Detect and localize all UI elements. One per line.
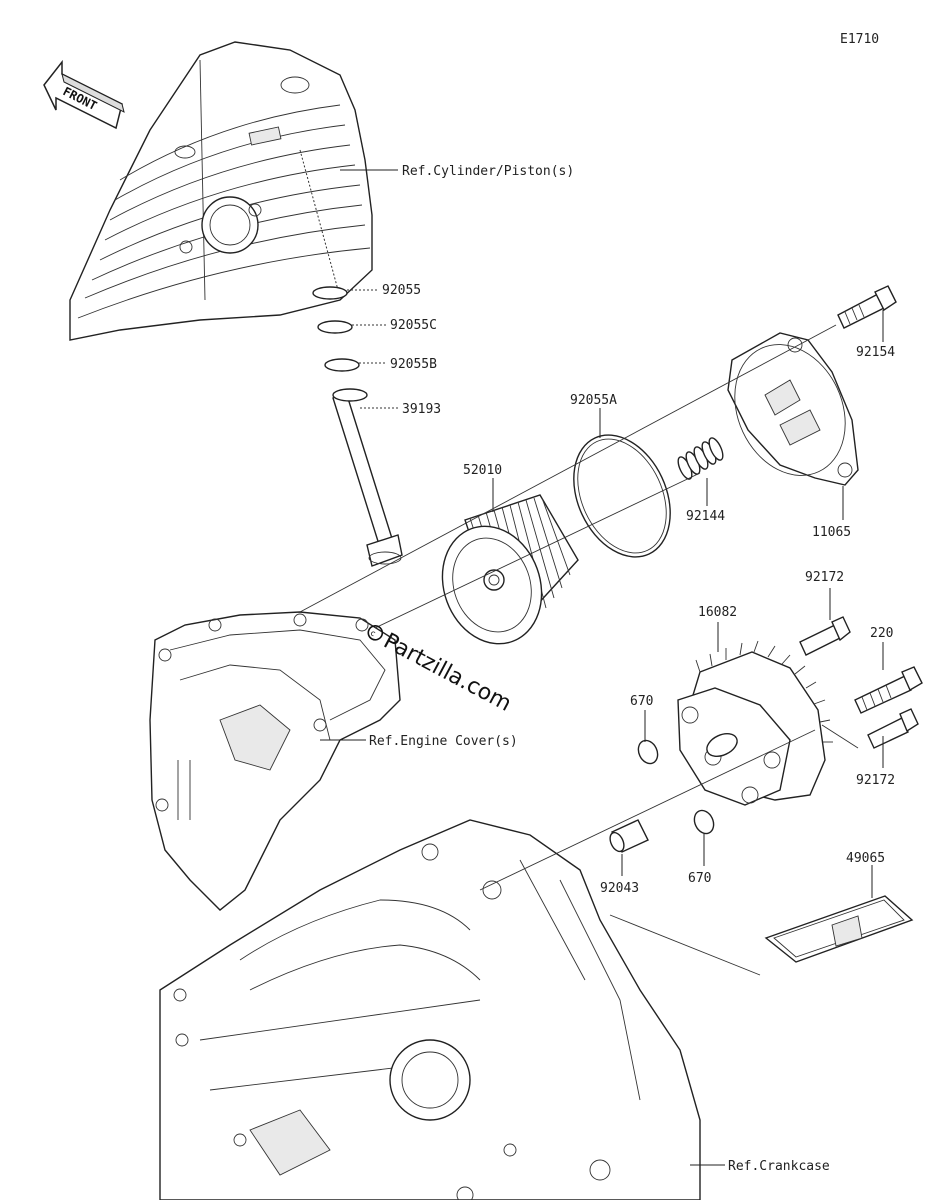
o-ring-92055a	[573, 434, 671, 558]
svg-text:c: c	[369, 628, 377, 638]
bolt-92172-bottom	[867, 708, 919, 749]
part-label-92172-bottom: 92172	[856, 773, 895, 788]
part-label-92055b: 92055B	[390, 357, 437, 372]
o-ring-670-bottom	[693, 809, 715, 835]
washer-92055c	[317, 320, 353, 334]
part-label-49065: 49065	[846, 851, 885, 866]
part-label-92055c: 92055C	[390, 318, 437, 333]
part-label-92154: 92154	[856, 345, 895, 360]
part-label-92055: 92055	[382, 283, 421, 298]
bolt-92172-top	[799, 616, 851, 656]
engine-cover-illustration	[149, 611, 401, 911]
part-label-11065: 11065	[812, 525, 851, 540]
ref-cylinder-label: Ref.Cylinder/Piston(s)	[402, 164, 574, 179]
filter-cover-11065	[727, 332, 859, 486]
washer-92055b	[324, 358, 360, 372]
diagram-id: E1710	[840, 32, 879, 47]
part-label-92172-top: 92172	[805, 570, 844, 585]
ref-crankcase-label: Ref.Crankcase	[728, 1159, 830, 1174]
leader-lines	[299, 169, 884, 1166]
washer-92055	[312, 286, 348, 300]
oil-filter-52010	[441, 494, 579, 645]
oil-pump-16082	[677, 640, 833, 806]
part-label-92043: 92043	[600, 881, 639, 896]
part-label-670-left: 670	[630, 694, 653, 709]
dowel-pin-92043	[609, 819, 649, 853]
bolt-220	[854, 666, 923, 714]
o-ring-670-left	[637, 739, 659, 765]
crankcase-illustration	[159, 819, 701, 1200]
part-label-670-bottom: 670	[688, 871, 711, 886]
bolt-92154	[837, 285, 897, 329]
front-arrow-icon: FRONT	[43, 59, 125, 130]
part-label-52010: 52010	[463, 463, 502, 478]
part-label-92144: 92144	[686, 509, 725, 524]
spring-92144	[677, 437, 724, 480]
part-label-39193: 39193	[402, 402, 441, 417]
oil-screen-49065	[764, 895, 914, 963]
oil-pipe-39193	[332, 388, 403, 567]
part-label-220: 220	[870, 626, 893, 641]
cylinder-illustration	[69, 41, 373, 341]
ref-engine-cover-label: Ref.Engine Cover(s)	[369, 734, 518, 749]
part-label-92055a: 92055A	[570, 393, 617, 408]
part-label-16082: 16082	[698, 605, 737, 620]
